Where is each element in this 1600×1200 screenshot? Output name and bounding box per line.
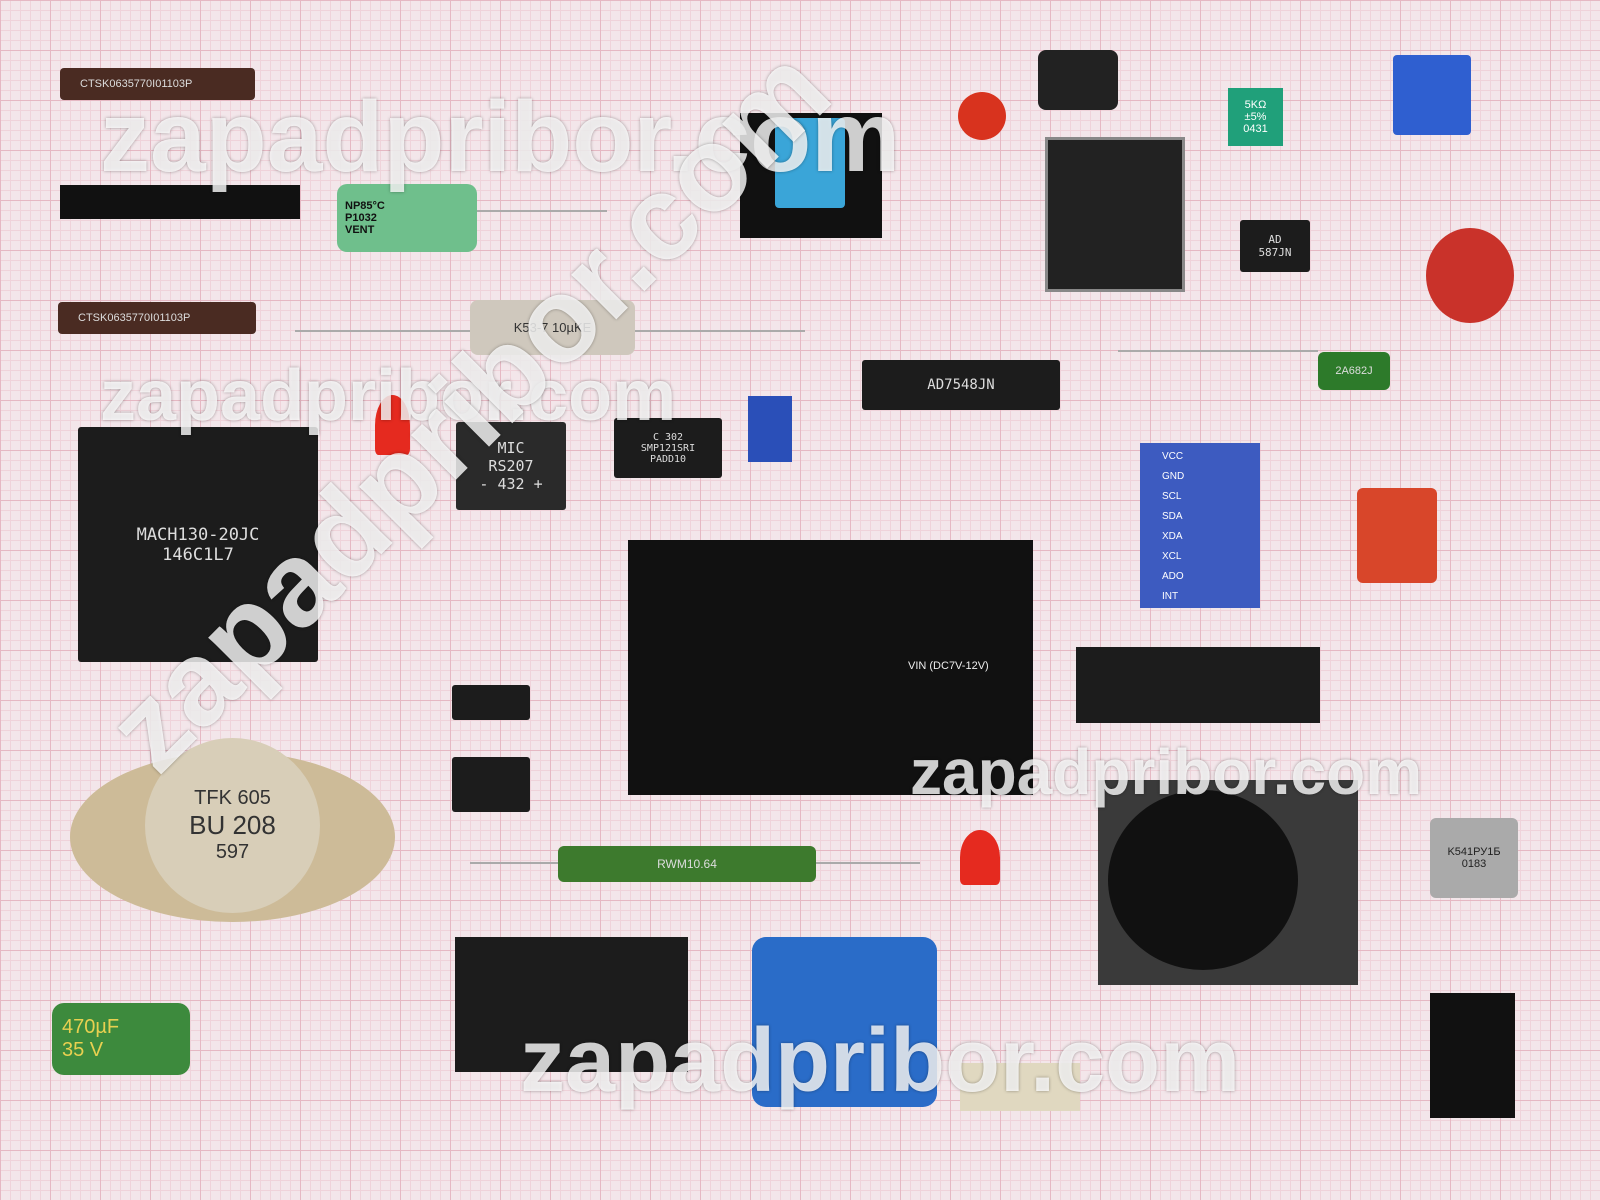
pin-label: XDA: [1162, 531, 1183, 542]
film-capacitor: 2A682J: [1318, 352, 1390, 390]
red-led: [960, 830, 1000, 885]
transistor-label: TFK 605: [194, 787, 271, 809]
humidity-sensor: [775, 118, 845, 208]
wirewound-resistor: RWM10.64: [558, 846, 816, 882]
trimmer-label: ±5%: [1244, 111, 1267, 123]
np-capacitor: NP85°C P1032 VENT: [337, 184, 477, 252]
dip-hybrid-ic: [960, 1063, 1080, 1111]
ic-socket: [1045, 137, 1185, 292]
electrolytic-capacitor: 470µF 35 V: [52, 1003, 190, 1075]
plcc-chip: MACH130-20JC 146C1L7: [78, 427, 318, 662]
ceramic-capacitor: [958, 92, 1006, 140]
bridge-label: RS207: [488, 457, 534, 475]
ic-label: 587JN: [1258, 246, 1292, 259]
trimmer-resistor: 5KΩ ±5% 0431: [1228, 88, 1283, 146]
ic-label: AD: [1268, 233, 1282, 246]
lead: [477, 210, 607, 212]
ic-label: K541РУ1Б: [1447, 846, 1501, 858]
pin-label: GND: [1162, 471, 1185, 482]
trimmer-label: 0431: [1243, 123, 1268, 135]
red-led: [375, 395, 410, 455]
bridge-label: - 432 +: [479, 475, 543, 493]
ic-ad7548: AD7548JN: [862, 360, 1060, 410]
imu-module: VCC GND SCL SDA XDA XCL ADO INT: [1140, 443, 1260, 608]
hybrid-ic: K541РУ1Б 0183: [1430, 818, 1518, 898]
resistor-network: CTSK0635770I01103P: [60, 68, 255, 100]
transistor-label: 597: [215, 841, 250, 863]
tantalum-capacitor: K53-7 10µKE: [470, 300, 635, 355]
bridge-label: MIC: [497, 439, 525, 457]
seven-segment-display: [1430, 993, 1515, 1118]
smd-label: C 302: [652, 431, 684, 443]
transistor-cap: TFK 605 BU 208 597: [145, 738, 320, 913]
ptc-fuse: [1357, 488, 1437, 583]
trimmer-label: 5KΩ: [1244, 99, 1267, 111]
inductor: [1038, 50, 1118, 110]
pin-label: VCC: [1162, 451, 1184, 462]
chip-label: 146C1L7: [162, 544, 234, 565]
resistor-network: CTSK0635770I01103P: [58, 302, 256, 334]
smd-label: SMP121SRI: [640, 442, 696, 454]
pin-label: SCL: [1162, 491, 1182, 502]
trimmer-blue: [748, 396, 792, 462]
varistor: [1426, 228, 1514, 323]
pin-header: [60, 185, 300, 219]
soic-chip: [452, 757, 530, 812]
transistor-label: BU 208: [189, 810, 276, 840]
smd-label: PADD10: [649, 453, 687, 465]
soic-chip: [452, 685, 530, 720]
dip-socket: [455, 937, 688, 1072]
chip-label: MACH130-20JC: [136, 524, 260, 545]
capacitor-label: NP85°C: [345, 200, 385, 212]
joystick-knob[interactable]: [1108, 790, 1298, 970]
module-label: VIN (DC7V-12V): [908, 660, 989, 672]
capacitor-label: VENT: [345, 224, 375, 236]
pin-label: ADO: [1162, 571, 1184, 582]
lead: [1118, 350, 1318, 352]
pin-label: XCL: [1162, 551, 1182, 562]
pin-label: SDA: [1162, 511, 1183, 522]
breadboard-power-module: VIN (DC7V-12V): [628, 540, 1033, 795]
ic-label: 0183: [1461, 858, 1487, 870]
capacitor-label: P1032: [345, 212, 377, 224]
potentiometer: [1393, 55, 1471, 135]
smd-ic: C 302 SMP121SRI PADD10: [614, 418, 722, 478]
electrolytic-capacitor-blue: [752, 937, 937, 1107]
bridge-rectifier: MIC RS207 - 432 +: [456, 422, 566, 510]
ic-ad587: AD 587JN: [1240, 220, 1310, 272]
dip-socket: [1076, 647, 1320, 723]
capacitor-label: 35 V: [62, 1039, 104, 1061]
pin-label: INT: [1162, 591, 1179, 602]
capacitor-label: 470µF: [62, 1016, 120, 1038]
